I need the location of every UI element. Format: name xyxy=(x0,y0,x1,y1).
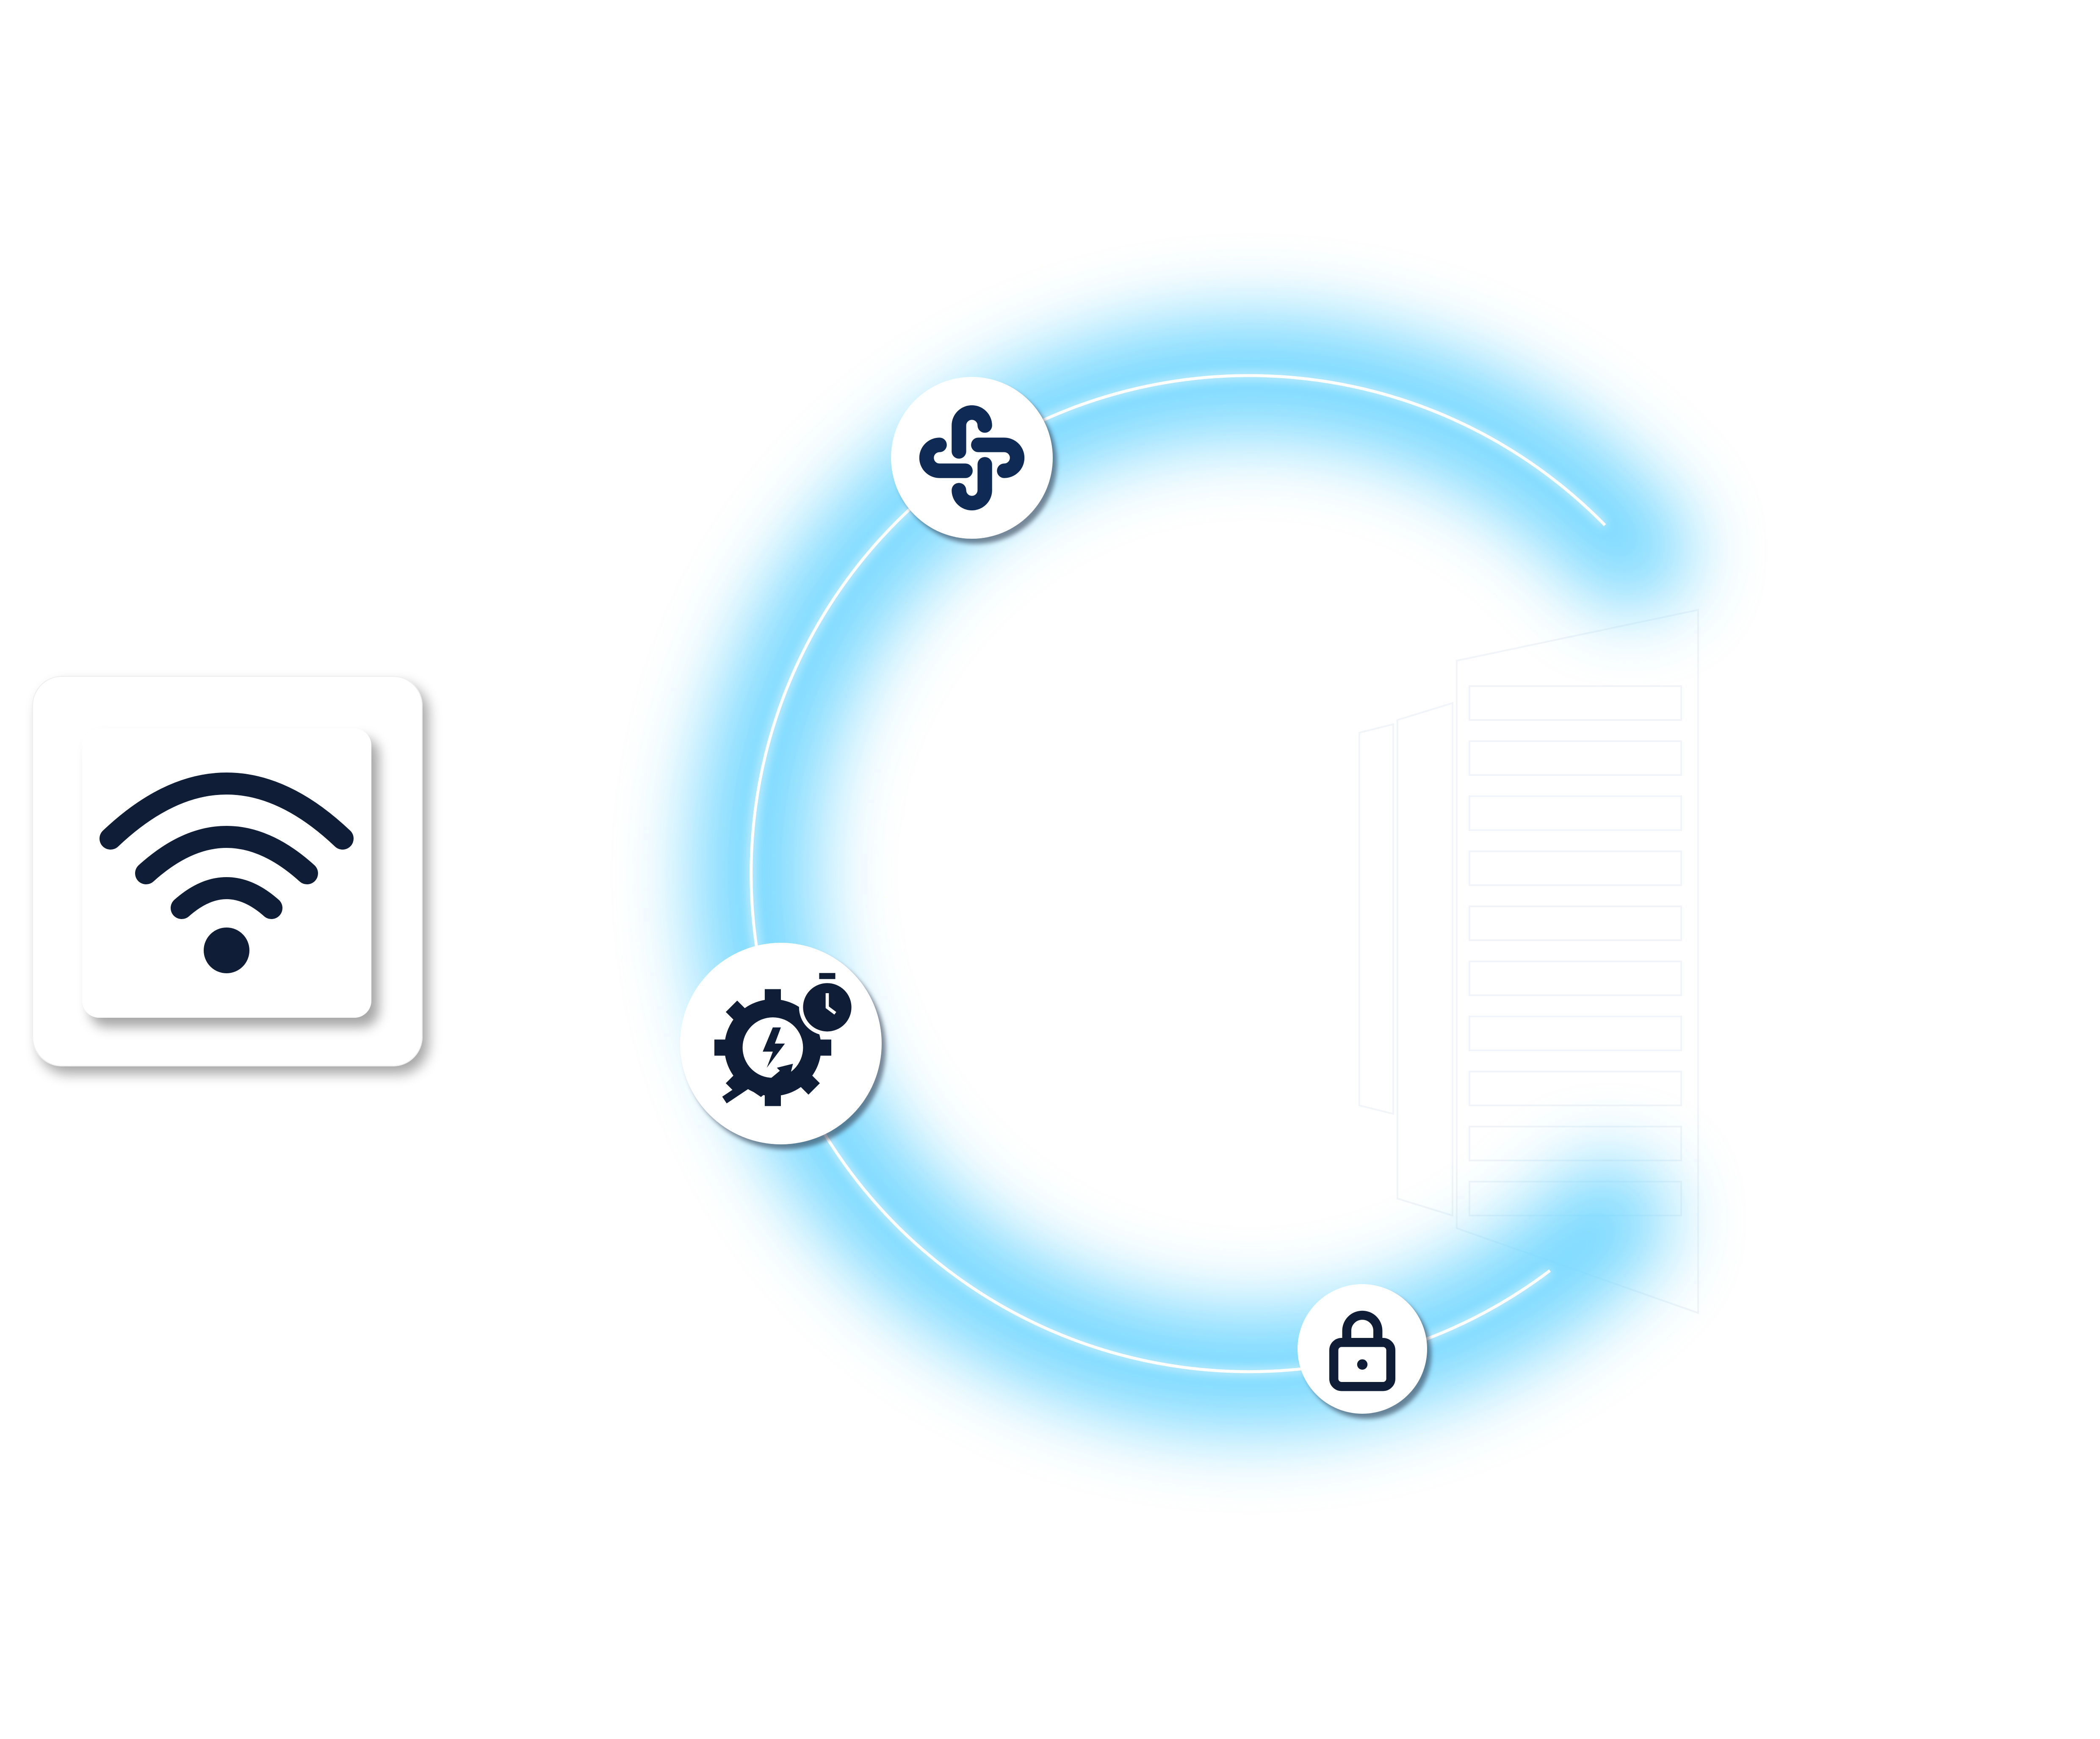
padlock-icon xyxy=(1329,1310,1396,1391)
server-rack-icon xyxy=(1358,609,1699,1314)
wifi-card xyxy=(32,676,423,1066)
integration-node xyxy=(891,377,1053,539)
gear-speed-timer-icon xyxy=(714,973,856,1106)
wifi-icon xyxy=(100,773,354,973)
performance-node xyxy=(680,943,882,1144)
glow-arc xyxy=(694,316,1690,1431)
wifi-tile xyxy=(82,728,371,1018)
interlocking-link-icon xyxy=(919,405,1025,511)
security-node xyxy=(1298,1284,1427,1414)
